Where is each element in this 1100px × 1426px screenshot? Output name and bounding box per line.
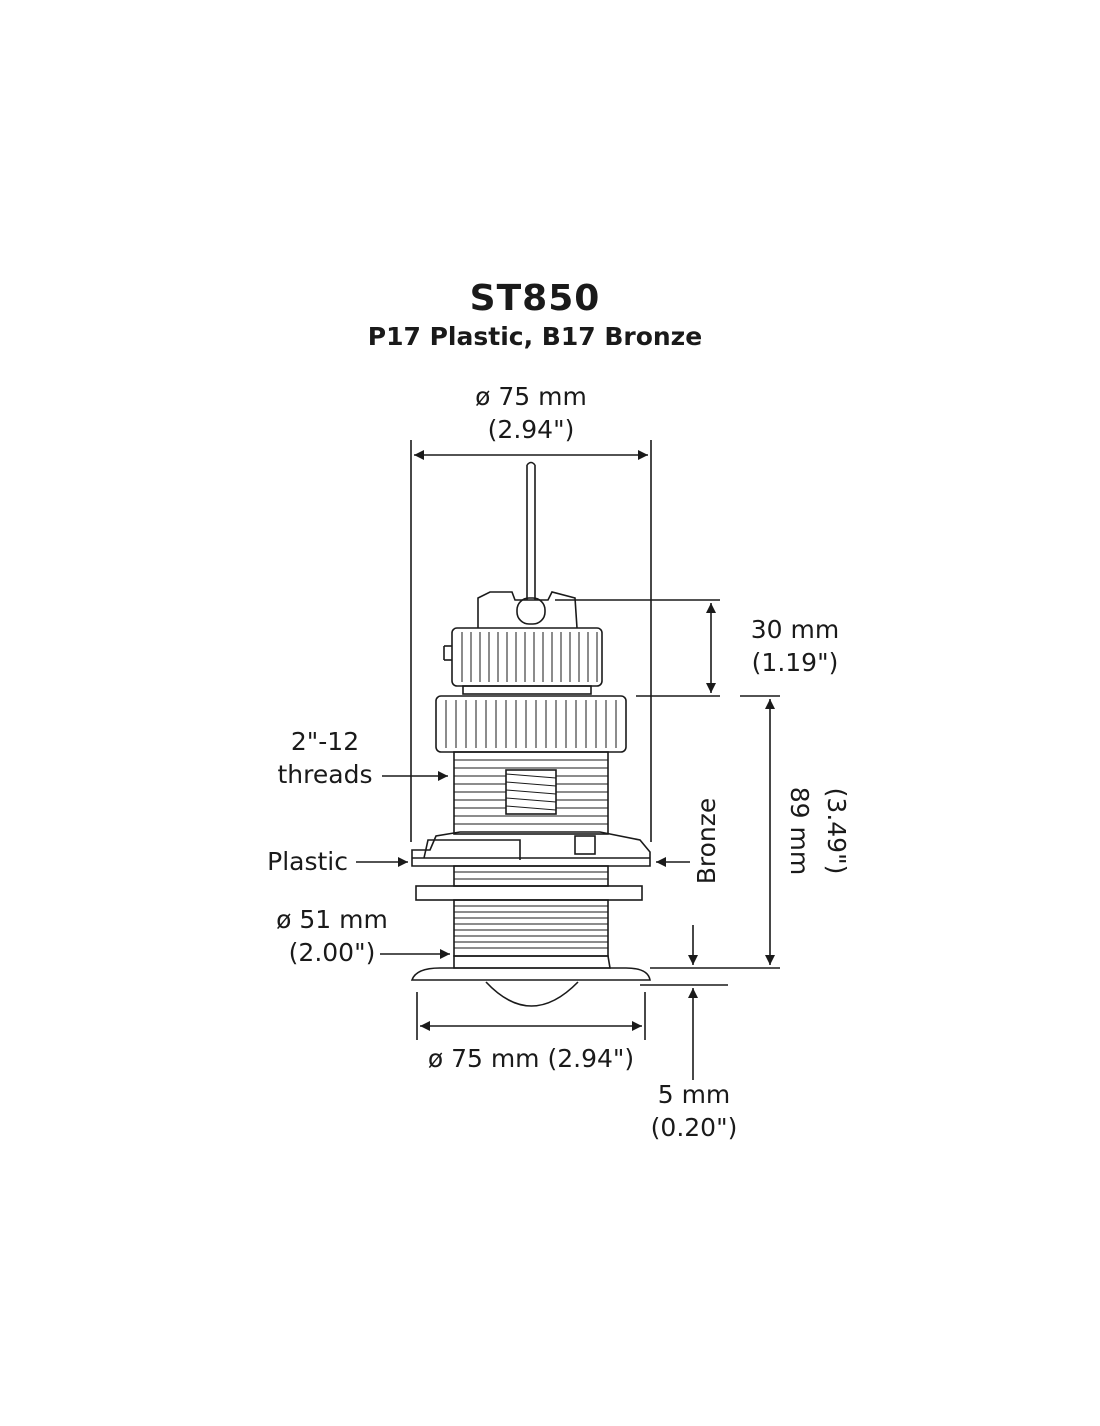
thread-label: threads xyxy=(277,760,373,789)
body-height-in-label: (3.49") xyxy=(822,787,851,875)
flange-diameter-label: ø 75 mm (2.94") xyxy=(427,1044,635,1073)
body-height-mm-label: 89 mm xyxy=(785,786,814,876)
stem-diameter-in-label: (2.00") xyxy=(288,938,376,967)
protrusion-in-label: (0.20") xyxy=(650,1113,738,1142)
top-diameter-mm-label: ø 75 mm xyxy=(475,382,587,411)
bronze-label: Bronze xyxy=(692,797,721,885)
top-diameter-in-label: (2.94") xyxy=(487,415,575,444)
lower-threads xyxy=(454,871,608,949)
stem-diameter-mm-label: ø 51 mm xyxy=(276,905,388,934)
cap-knurling xyxy=(461,632,598,682)
diagram-title: ST850 xyxy=(469,278,601,319)
cap-height-in-label: (1.19") xyxy=(751,648,839,677)
plastic-label: Plastic xyxy=(267,847,348,876)
thread-size-label: 2"-12 xyxy=(290,727,360,756)
cap-height-mm-label: 30 mm xyxy=(750,615,840,644)
nut-knurling xyxy=(445,700,617,748)
dimension-lines xyxy=(356,440,780,1080)
transducer-body xyxy=(410,461,651,1007)
diagram-subtitle: P17 Plastic, B17 Bronze xyxy=(367,322,703,351)
protrusion-mm-label: 5 mm xyxy=(657,1080,731,1109)
